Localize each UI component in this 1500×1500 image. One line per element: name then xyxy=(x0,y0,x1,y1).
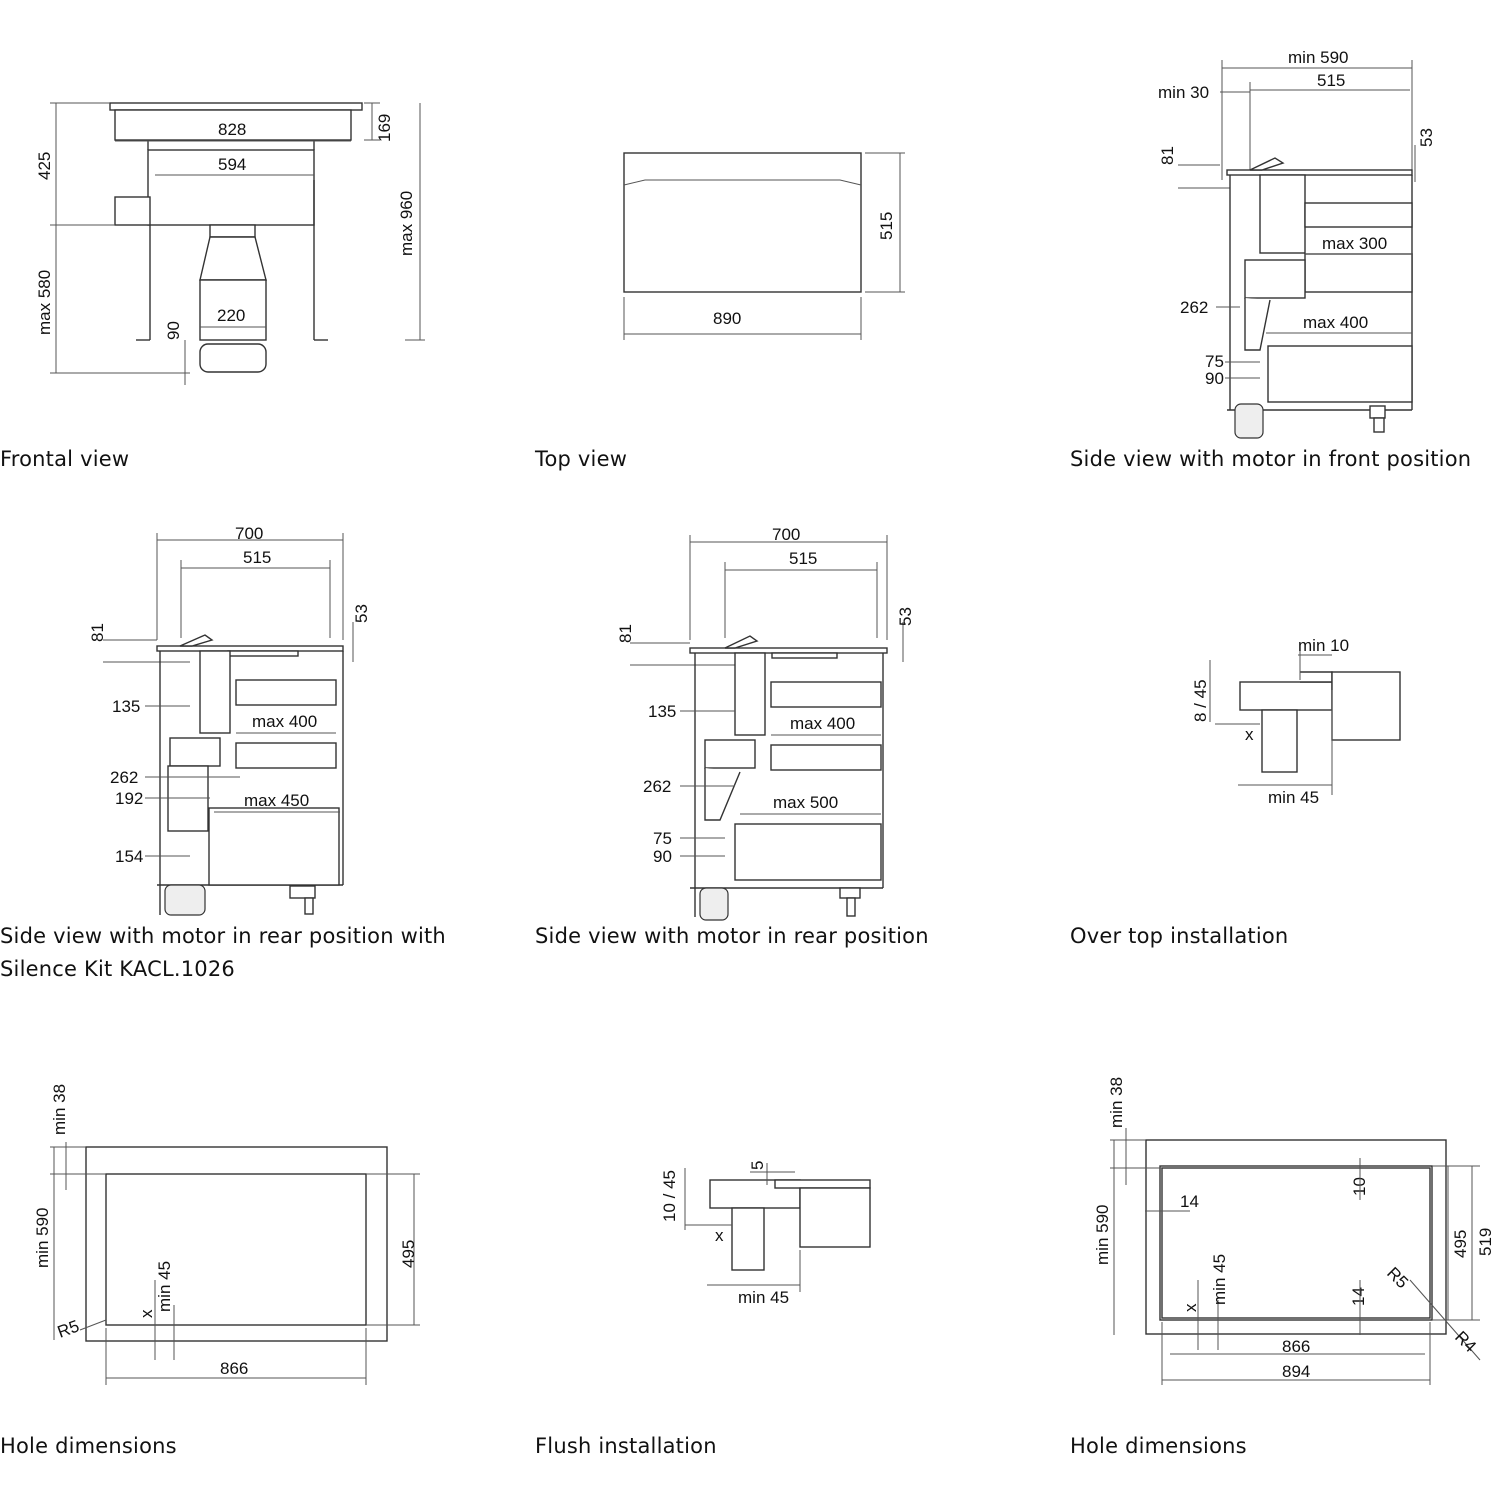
over-top-installation-diagram: min 10 8 / 45 x min 45 Over top installa… xyxy=(1070,490,1500,970)
hole-dimensions-2-diagram: min 38 min 590 14 10 495 519 x min 45 14… xyxy=(1070,1060,1500,1480)
dim-5: 5 xyxy=(748,1161,767,1170)
caption-flush-installation: Flush installation xyxy=(535,1434,717,1458)
dim-75: 75 xyxy=(653,829,672,848)
flush-installation-drawing: 5 10 / 45 x min 45 xyxy=(660,1161,871,1307)
caption-hole-dimensions-2: Hole dimensions xyxy=(1070,1434,1247,1458)
dim-max-300: max 300 xyxy=(1322,234,1387,253)
dim-max-500: max 500 xyxy=(773,793,838,812)
dim-10-45: 10 / 45 xyxy=(660,1170,679,1222)
side-view-rear-silence-drawing: 700 515 81 53 135 max 400 262 192 xyxy=(88,524,371,916)
side-view-rear-drawing: 700 515 81 53 135 max 400 262 ma xyxy=(616,525,915,921)
caption-side-view-rear: Side view with motor in rear position xyxy=(535,924,929,948)
hole-dimensions-1-drawing: min 38 min 590 495 x min 45 R5 866 xyxy=(33,1084,420,1385)
dim-700: 700 xyxy=(235,524,263,543)
side-view-front-motor-drawing: min 590 515 min 30 53 81 max 300 max 400… xyxy=(1158,48,1436,439)
dim-828: 828 xyxy=(218,120,246,139)
dim-min-45: min 45 xyxy=(1268,788,1319,807)
hole-dimensions-2-drawing: min 38 min 590 14 10 495 519 x min 45 14… xyxy=(1093,1077,1495,1385)
flush-installation-diagram: 5 10 / 45 x min 45 Flush installation xyxy=(535,1060,995,1480)
dim-8-45: 8 / 45 xyxy=(1191,679,1210,722)
dim-135: 135 xyxy=(648,702,676,721)
dim-min-38: min 38 xyxy=(50,1084,69,1135)
side-view-front-motor-diagram: min 590 515 min 30 53 81 max 300 max 400… xyxy=(1070,0,1500,480)
dim-max-580: max 580 xyxy=(35,270,54,335)
dim-515: 515 xyxy=(789,549,817,568)
dim-90: 90 xyxy=(164,321,183,340)
dim-min-590: min 590 xyxy=(33,1208,52,1268)
dim-53: 53 xyxy=(896,607,915,626)
dim-x: x xyxy=(715,1226,724,1245)
dim-519: 519 xyxy=(1476,1228,1495,1256)
dim-x: x xyxy=(1245,725,1254,744)
dim-max-400: max 400 xyxy=(790,714,855,733)
dim-515: 515 xyxy=(1317,71,1345,90)
dim-53: 53 xyxy=(352,604,371,623)
dim-495: 495 xyxy=(1451,1230,1470,1258)
dim-75: 75 xyxy=(1205,352,1224,371)
side-view-rear-silence-diagram: 700 515 81 53 135 max 400 262 192 xyxy=(0,490,500,990)
dim-x: x xyxy=(1181,1303,1200,1312)
top-view-drawing: 515 890 xyxy=(623,152,905,340)
dim-min-45: min 45 xyxy=(155,1261,174,1312)
dim-220: 220 xyxy=(217,306,245,325)
dim-min-45: min 45 xyxy=(738,1288,789,1307)
caption-side-view-rear-silence-line2: Silence Kit KACL.1026 xyxy=(0,957,235,981)
caption-side-view-front-motor: Side view with motor in front position xyxy=(1070,447,1472,471)
dim-90: 90 xyxy=(1205,369,1224,388)
dim-262: 262 xyxy=(643,777,671,796)
dim-515: 515 xyxy=(877,212,896,240)
frontal-view-drawing: 828 594 169 max 960 425 max 580 220 90 xyxy=(35,102,425,385)
dim-894: 894 xyxy=(1282,1362,1310,1381)
dim-700: 700 xyxy=(772,525,800,544)
dim-90: 90 xyxy=(653,847,672,866)
dim-192: 192 xyxy=(115,789,143,808)
dim-min-45: min 45 xyxy=(1210,1254,1229,1305)
dim-r5: R5 xyxy=(55,1316,82,1341)
over-top-installation-drawing: min 10 8 / 45 x min 45 xyxy=(1191,636,1401,807)
dim-min-38: min 38 xyxy=(1107,1077,1126,1128)
dim-81: 81 xyxy=(1158,146,1177,165)
dim-594: 594 xyxy=(218,155,246,174)
caption-side-view-rear-silence-line1: Side view with motor in rear position wi… xyxy=(0,924,446,948)
dim-866: 866 xyxy=(1282,1337,1310,1356)
dim-135: 135 xyxy=(112,697,140,716)
dim-81: 81 xyxy=(88,623,107,642)
top-view-diagram: 515 890 Top view xyxy=(535,0,995,480)
dim-81: 81 xyxy=(616,624,635,643)
dim-890: 890 xyxy=(713,309,741,328)
dim-14-top: 14 xyxy=(1180,1192,1199,1211)
dim-262: 262 xyxy=(1180,298,1208,317)
dim-x: x xyxy=(137,1309,156,1318)
dim-max-450: max 450 xyxy=(244,791,309,810)
dim-515: 515 xyxy=(243,548,271,567)
dim-425: 425 xyxy=(35,152,54,180)
dim-169: 169 xyxy=(375,114,394,142)
dim-262: 262 xyxy=(110,768,138,787)
dim-min-590: min 590 xyxy=(1288,48,1348,67)
dim-495: 495 xyxy=(399,1240,418,1268)
dim-min-30: min 30 xyxy=(1158,83,1209,102)
caption-hole-dimensions-1: Hole dimensions xyxy=(0,1434,177,1458)
caption-over-top-installation: Over top installation xyxy=(1070,924,1289,948)
dim-max-400: max 400 xyxy=(252,712,317,731)
caption-top-view: Top view xyxy=(535,447,628,471)
dim-53: 53 xyxy=(1417,128,1436,147)
dim-154: 154 xyxy=(115,847,143,866)
dim-14-bottom: 14 xyxy=(1349,1287,1368,1306)
dim-866: 866 xyxy=(220,1359,248,1378)
hole-dimensions-1-diagram: min 38 min 590 495 x min 45 R5 866 Hole … xyxy=(0,1060,500,1480)
dim-max-400: max 400 xyxy=(1303,313,1368,332)
dim-min-10: min 10 xyxy=(1298,636,1349,655)
dim-min-590: min 590 xyxy=(1093,1205,1112,1265)
side-view-rear-diagram: 700 515 81 53 135 max 400 262 ma xyxy=(535,490,995,970)
dim-max-960: max 960 xyxy=(397,191,416,256)
caption-frontal-view: Frontal view xyxy=(0,447,130,471)
frontal-view-diagram: 828 594 169 max 960 425 max 580 220 90 F… xyxy=(0,0,500,480)
